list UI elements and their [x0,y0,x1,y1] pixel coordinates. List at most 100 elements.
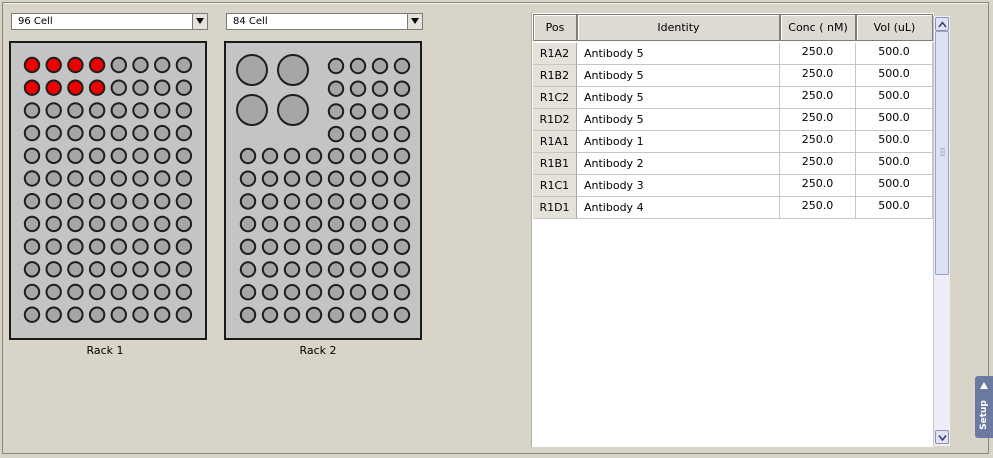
well[interactable] [283,261,301,278]
well[interactable] [393,125,411,143]
well[interactable] [305,238,323,256]
well[interactable] [132,124,149,142]
well[interactable] [110,102,128,119]
well[interactable] [175,79,193,96]
cell-pos[interactable]: R1C1 [533,175,577,197]
large-well[interactable] [236,54,268,86]
well[interactable] [88,306,106,323]
well[interactable] [261,238,279,256]
cell-conc[interactable]: 250.0 [780,153,856,175]
well[interactable] [23,193,41,210]
well[interactable] [393,238,411,256]
well[interactable] [45,306,62,323]
column-header-pos[interactable]: Pos [533,14,577,41]
well[interactable] [349,103,367,120]
well[interactable] [154,147,171,165]
well[interactable] [349,284,367,301]
cell-pos[interactable]: R1D2 [533,109,577,131]
large-well[interactable] [277,94,309,126]
well[interactable] [45,238,62,255]
well[interactable] [327,306,345,324]
well[interactable] [110,306,128,323]
well[interactable] [88,147,106,165]
well[interactable] [132,79,149,96]
well-selected[interactable] [45,56,62,74]
chevron-down-icon[interactable] [407,14,422,29]
scroll-thumb[interactable] [935,31,949,275]
well[interactable] [283,193,301,210]
well[interactable] [154,102,171,119]
well[interactable] [327,57,345,75]
well[interactable] [239,170,257,187]
cell-pos[interactable]: R1B1 [533,153,577,175]
well[interactable] [239,193,257,210]
well[interactable] [371,284,389,301]
well[interactable] [393,170,411,187]
well[interactable] [371,147,389,165]
cell-conc[interactable]: 250.0 [780,197,856,219]
well[interactable] [327,147,345,165]
well[interactable] [349,238,367,256]
well[interactable] [88,193,106,210]
well[interactable] [371,215,389,233]
well[interactable] [88,124,106,142]
well-selected[interactable] [67,56,84,74]
well[interactable] [283,284,301,301]
well[interactable] [132,193,149,210]
cell-identity[interactable]: Antibody 4 [577,197,780,219]
well[interactable] [393,147,411,165]
well[interactable] [67,238,84,255]
well[interactable] [175,56,193,74]
cell-identity[interactable]: Antibody 3 [577,175,780,197]
well[interactable] [327,80,345,97]
well[interactable] [154,56,171,74]
cell-conc[interactable]: 250.0 [780,175,856,197]
cell-conc[interactable]: 250.0 [780,65,856,87]
well[interactable] [349,306,367,324]
well[interactable] [23,215,41,233]
well[interactable] [110,170,128,187]
well[interactable] [175,283,193,301]
well[interactable] [110,283,128,301]
well[interactable] [154,215,171,233]
well[interactable] [23,238,41,255]
well[interactable] [305,170,323,187]
well[interactable] [371,306,389,324]
well[interactable] [261,261,279,278]
cell-conc[interactable]: 250.0 [780,109,856,131]
well[interactable] [132,238,149,255]
well[interactable] [154,238,171,255]
well[interactable] [239,261,257,278]
well[interactable] [393,57,411,75]
cell-conc[interactable]: 250.0 [780,43,856,65]
cell-pos[interactable]: R1D1 [533,197,577,219]
cell-pos[interactable]: R1B2 [533,65,577,87]
cell-conc[interactable]: 250.0 [780,87,856,109]
cell-identity[interactable]: Antibody 5 [577,65,780,87]
well[interactable] [88,170,106,187]
well[interactable] [175,170,193,187]
well[interactable] [23,102,41,119]
well[interactable] [175,215,193,233]
well[interactable] [132,56,149,74]
well[interactable] [132,261,149,278]
well[interactable] [349,215,367,233]
setup-tab[interactable]: Setup [975,376,993,438]
well[interactable] [132,170,149,187]
well[interactable] [45,170,62,187]
well[interactable] [175,238,193,255]
well[interactable] [110,215,128,233]
well[interactable] [239,306,257,324]
cell-pos[interactable]: R1C2 [533,87,577,109]
well-selected[interactable] [67,79,84,96]
well[interactable] [349,80,367,97]
cell-identity[interactable]: Antibody 5 [577,109,780,131]
column-header-conc[interactable]: Conc ( nM) [780,14,856,41]
well[interactable] [88,102,106,119]
well[interactable] [175,261,193,278]
well[interactable] [371,103,389,120]
well[interactable] [67,170,84,187]
well[interactable] [371,193,389,210]
